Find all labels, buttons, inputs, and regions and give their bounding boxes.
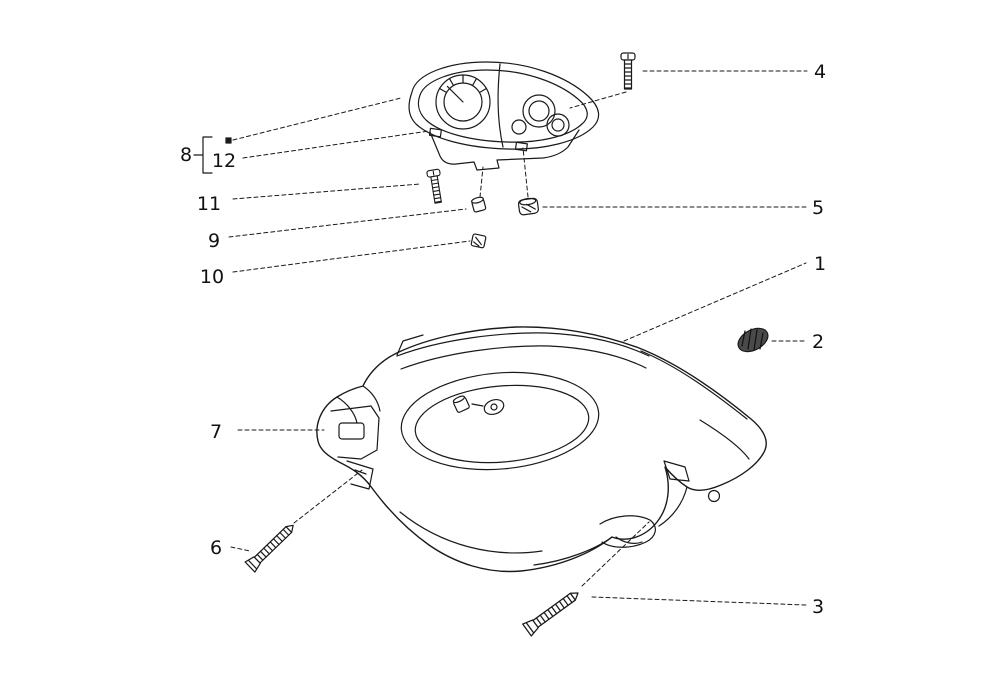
callout-10: 10 [200, 266, 224, 288]
secondary-gauges [511, 94, 570, 137]
screw-part-6 [244, 519, 299, 573]
leader-line-6b [293, 469, 363, 524]
leader-line-3 [591, 596, 807, 606]
callout-7: 7 [210, 421, 222, 443]
callout-3: 3 [812, 596, 824, 618]
handlebar-cover [316, 326, 767, 573]
nut-part-10 [470, 233, 487, 249]
callout-12: 12 [212, 150, 236, 172]
callout-5: 5 [812, 197, 824, 219]
cover-opening [400, 371, 600, 471]
leader-line-9 [228, 208, 467, 238]
callout-11: 11 [197, 193, 221, 215]
cover-left-tab [330, 405, 380, 460]
callout-6: 6 [210, 537, 222, 559]
cover-lower-left-hook [346, 460, 374, 490]
leader-line-10 [232, 240, 471, 273]
callout-1: 1 [814, 253, 826, 275]
leader-line-12 [242, 130, 430, 159]
cover-bottom-tab [599, 515, 656, 548]
leader-line-5b [522, 147, 529, 198]
leader-line-11 [232, 183, 421, 200]
callout-2: 2 [812, 331, 824, 353]
nut-part-5 [517, 197, 539, 216]
leader-line-3b [581, 521, 650, 587]
spacer-part-9 [471, 196, 487, 213]
screw-part-11 [426, 168, 446, 205]
leader-line-6 [230, 546, 251, 552]
speedometer-gauge [435, 74, 491, 130]
screw-part-4 [620, 52, 636, 90]
leader-lines [228, 70, 808, 606]
callout-8-bracket [193, 136, 232, 174]
leader-line-1 [623, 262, 807, 342]
opening-inner-parts [452, 395, 505, 416]
leader-line-8 [232, 97, 402, 141]
callout-4: 4 [814, 61, 826, 83]
callout-8: 8 [180, 144, 192, 166]
instrument-cluster [408, 61, 600, 171]
cover-right-details [658, 419, 750, 527]
leader-line-9b [479, 166, 484, 198]
callout-9: 9 [208, 230, 220, 252]
callout-labels: 4 8 12 11 9 10 5 1 2 7 6 3 [180, 61, 826, 618]
leader-line-4b [569, 91, 627, 109]
knurled-plug-part-2 [737, 327, 769, 353]
screw-part-3 [522, 586, 583, 637]
